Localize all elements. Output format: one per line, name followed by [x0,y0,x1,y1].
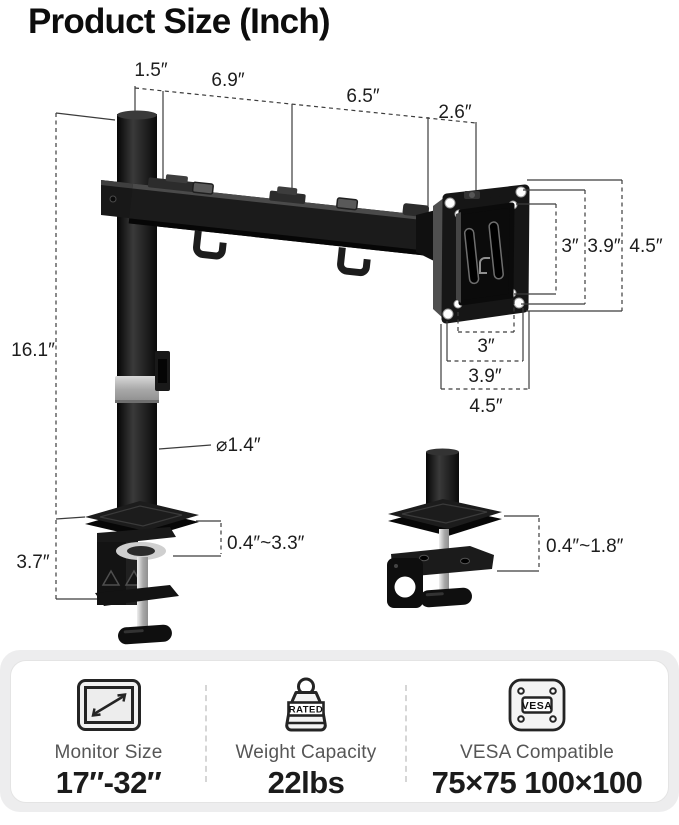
pole-collar [115,376,159,403]
dim-arm-segment-3: 6.5″ [346,86,379,107]
vesa-icon: VESA [508,678,566,732]
dim-grommet-range: 0.4″~1.8″ [546,536,624,557]
arm-dimension-chain: 1.5″ 6.9″ 6.5″ 2.6″ [134,60,477,213]
feature-weight-capacity: RATED Weight Capacity 22lbs [205,661,406,802]
clamp-knob [118,624,172,645]
dim-vesa-v-3-9: 3.9″ [587,236,620,257]
arm-joint-cap-left [147,177,207,194]
grommet-range-dimension: 0.4″~1.8″ [497,515,624,572]
monitor-arm [101,174,434,277]
product-dimension-diagram: 1.5″ 6.9″ 6.5″ 2.6″ [11,60,663,645]
weight-capacity-icon: RATED [285,677,327,732]
clamp-lower-arm [95,585,179,606]
dim-pole-height: 16.1″ [11,340,55,361]
vesa100-hole [515,186,527,198]
dim-vesa-h-3: 3″ [477,336,495,357]
page-title: Product Size (Inch) [28,2,331,41]
monitor-size-icon [76,679,141,731]
dim-vesa-v-3: 3″ [561,236,579,257]
grommet-base-plate [388,499,502,529]
vesa100-hole [444,197,456,209]
dim-pole-diameter: ⌀1.4″ [216,435,261,456]
feature-label: Weight Capacity [235,742,377,763]
clamp-base-plate [85,501,199,531]
vesa-plate [416,184,530,324]
cable-hook-2 [337,247,371,277]
cable-clip-arm-2 [336,197,359,211]
cable-hook-1 [193,230,227,260]
vesa100-hole [513,297,525,309]
vesa-icon-text: VESA [522,700,553,712]
feature-value: 75×75 100×100 [431,765,643,800]
vesa-vertical-dimensions: 3″ 3.9″ 4.5″ [514,179,663,312]
vesa-horizontal-dimensions: 3″ 3.9″ 4.5″ [440,300,530,417]
feature-label: Monitor Size [54,742,163,763]
dim-arm-segment-2: 6.9″ [211,70,244,91]
feature-value: 17″-32″ [55,765,162,800]
cable-clip-arm-1 [191,181,214,195]
grommet-knob [420,587,472,608]
clamp-range-dimension: 0.4″~3.3″ [173,520,305,557]
dim-vesa-h-3-9: 3.9″ [468,366,501,387]
feature-vesa-compatible: VESA VESA Compatible 75×75 100×100 [405,661,668,802]
feature-monitor-size: Monitor Size 17″-32″ [11,661,206,802]
dim-clamp-height: 3.7″ [16,552,49,573]
rated-icon-text: RATED [289,705,324,716]
dim-vesa-h-4-5: 4.5″ [469,396,502,417]
grommet-hole [394,576,416,598]
mount-pole [115,110,170,508]
feature-band: Monitor Size 17″-32″ RATED Weight Capaci… [0,650,679,812]
feature-card: Monitor Size 17″-32″ RATED Weight Capaci… [10,660,669,803]
dim-arm-segment-4: 2.6″ [438,102,471,123]
feature-value: 22lbs [267,765,345,800]
pole-clamp-block [101,180,137,219]
vesa100-hole [442,308,454,320]
grommet-clamp [387,448,502,608]
dim-vesa-v-4-5: 4.5″ [629,236,662,257]
pole-dimensions: 16.1″ 3.7″ ⌀1.4″ [11,112,261,600]
dim-clamp-range: 0.4″~3.3″ [227,533,305,554]
dim-arm-segment-1: 1.5″ [134,60,167,81]
desk-clamp [85,501,199,645]
feature-label: VESA Compatible [459,742,615,763]
